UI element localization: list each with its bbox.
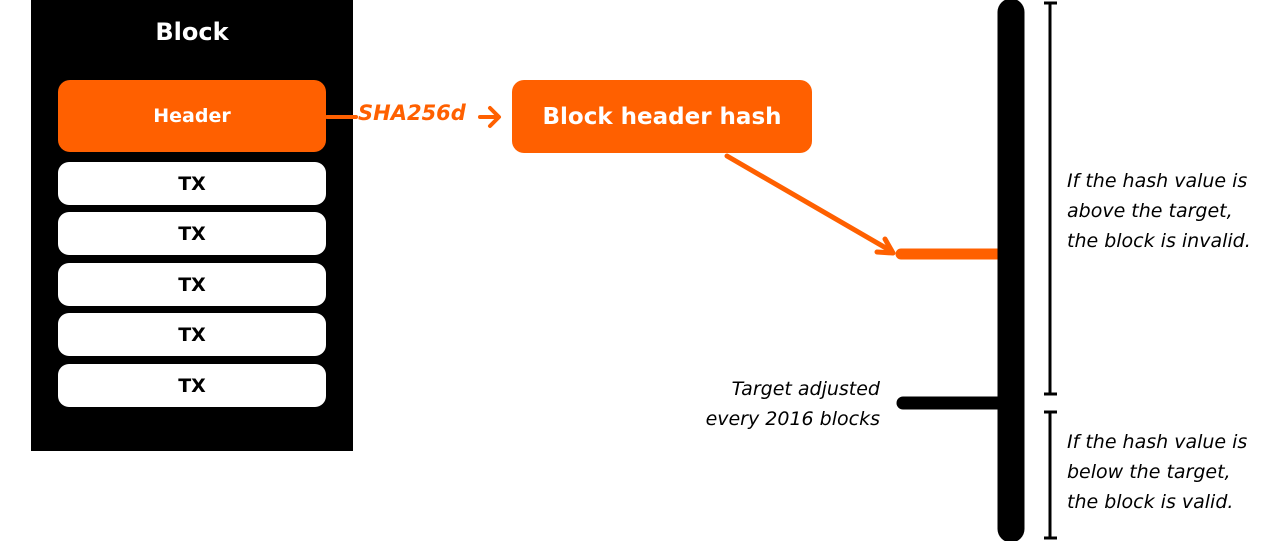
hash-diagonal-arrow-head: [874, 236, 896, 256]
transaction-label: TX: [178, 323, 206, 346]
hash-diagonal-arrow: [724, 153, 894, 254]
transaction-box: TX: [58, 313, 326, 356]
valid-note-line: If the hash value is: [1067, 431, 1248, 453]
sha256d-label: SHA256d: [358, 101, 466, 125]
transaction-box: TX: [58, 212, 326, 255]
transaction-box: TX: [58, 364, 326, 407]
target-note-line: every 2016 blocks: [705, 408, 880, 430]
block-title: Block: [155, 18, 229, 46]
invalid-note-line: If the hash value is: [1067, 170, 1248, 192]
transaction-label: TX: [178, 273, 206, 296]
transaction-box: TX: [58, 263, 326, 306]
transaction-label: TX: [178, 374, 206, 397]
target-adjustment-note: Target adjusted every 2016 blocks: [650, 374, 880, 434]
block-panel: Block Header TX TX TX TX TX: [31, 0, 353, 451]
valid-block-note: If the hash value is below the target, t…: [1067, 427, 1247, 517]
transaction-label: TX: [178, 222, 206, 245]
transaction-box: TX: [58, 162, 326, 205]
block-header-box: Header: [58, 80, 326, 152]
block-header-hash-box: Block header hash: [512, 80, 812, 153]
invalid-note-line: the block is invalid.: [1067, 230, 1251, 252]
invalid-note-line: above the target,: [1067, 200, 1233, 222]
transaction-label: TX: [178, 172, 206, 195]
sha-arrow-head: [488, 106, 501, 128]
valid-note-line: below the target,: [1067, 461, 1231, 483]
target-note-line: Target adjusted: [731, 378, 880, 400]
invalid-block-note: If the hash value is above the target, t…: [1067, 166, 1251, 256]
block-header-label: Header: [153, 105, 231, 127]
valid-note-line: the block is valid.: [1067, 491, 1234, 513]
block-header-hash-label: Block header hash: [542, 103, 782, 130]
